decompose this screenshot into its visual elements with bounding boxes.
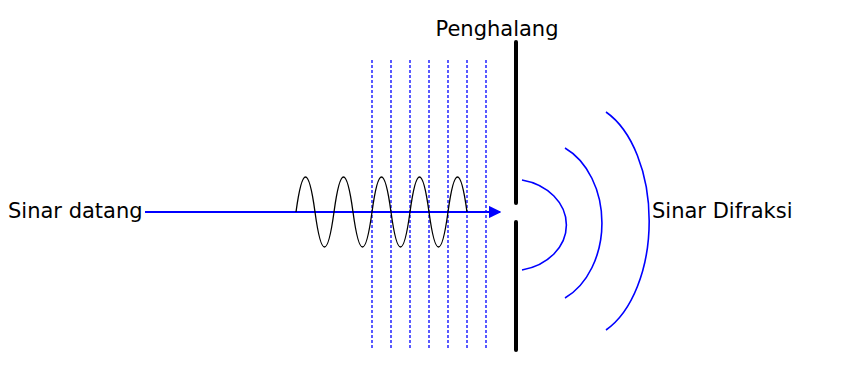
barrier bbox=[514, 42, 518, 350]
barrier-label: Penghalang bbox=[436, 17, 559, 42]
wavefronts bbox=[372, 60, 486, 350]
incident-ray bbox=[145, 211, 500, 213]
diffracted-ray-label: Sinar Difraksi bbox=[652, 199, 793, 224]
incident-ray-label: Sinar datang bbox=[8, 199, 143, 224]
sine-wave bbox=[296, 177, 467, 247]
diffracted-waves bbox=[522, 112, 649, 330]
